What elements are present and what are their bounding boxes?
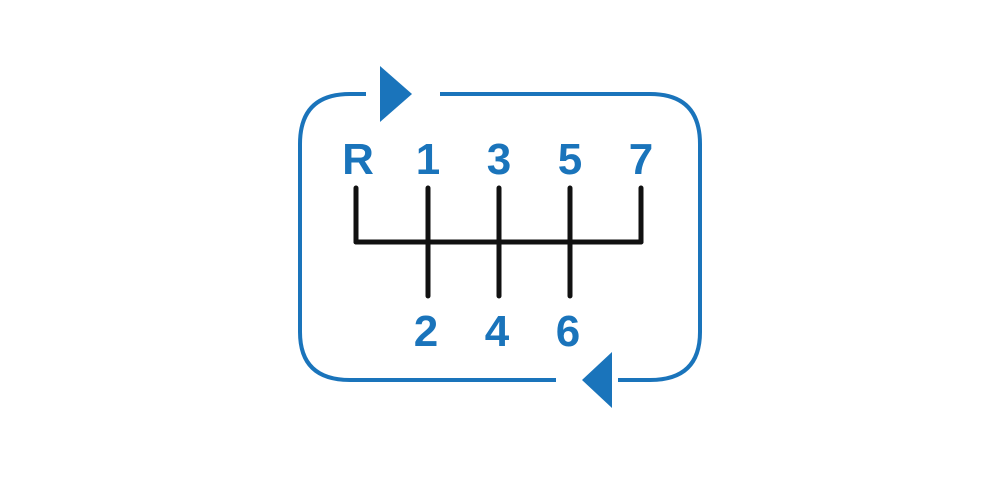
gear-label-2: 2 (414, 307, 438, 356)
gear-label-3: 3 (487, 135, 511, 184)
gear-label-7: 7 (629, 135, 653, 184)
arrow-left-icon (582, 352, 612, 408)
cycle-loop-top (298, 92, 556, 382)
shift-gate (353, 185, 644, 299)
gear-label-1: 1 (416, 135, 440, 184)
gear-label-6: 6 (556, 307, 580, 356)
arrow-right-icon (380, 66, 412, 122)
gear-label-reverse: R (342, 135, 374, 184)
gear-label-4: 4 (485, 307, 510, 356)
gear-label-5: 5 (558, 135, 582, 184)
cycle-loop-bottom (440, 92, 702, 382)
